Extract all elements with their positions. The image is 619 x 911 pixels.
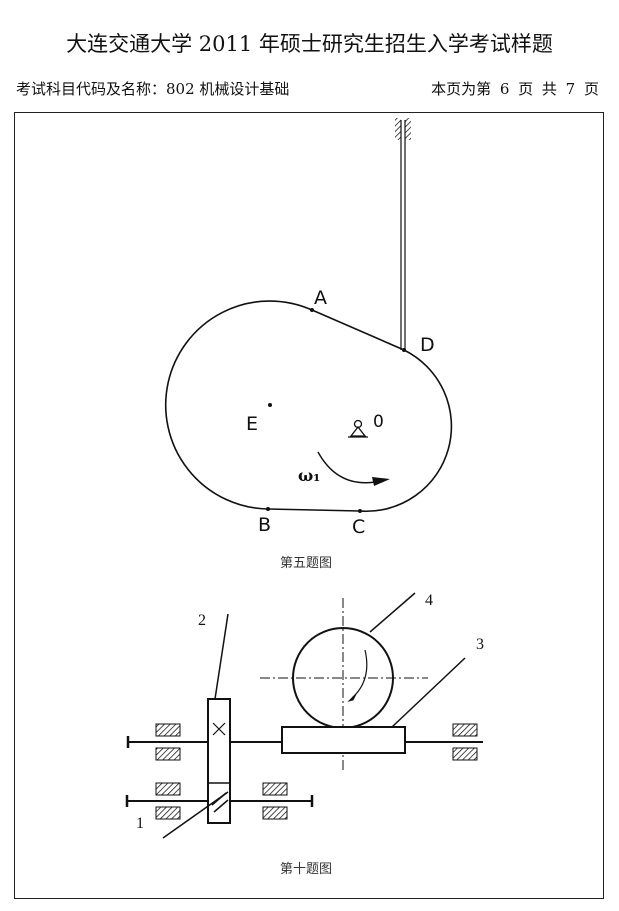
- follower-rod: [395, 118, 411, 350]
- leader-1: [162, 791, 229, 839]
- point-label-a: A: [314, 287, 327, 309]
- rack-3: [281, 726, 406, 754]
- cam-profile: [164, 300, 453, 513]
- pivot-support-icon: [348, 419, 368, 438]
- part-label-2: 2: [198, 612, 206, 629]
- figure-10-gear-diagram: [125, 592, 483, 839]
- content-frame: [14, 112, 604, 899]
- figure-10-caption: 第十题图: [280, 862, 333, 877]
- point-label-b: B: [258, 514, 272, 536]
- page-number: 本页为第 6 页 共 7 页: [431, 80, 599, 98]
- point-label-o: 0: [373, 412, 384, 432]
- cam-points: [266, 308, 406, 513]
- part-label-1: 1: [136, 815, 144, 832]
- subject-code: 考试科目代码及名称：802 机械设计基础: [16, 80, 290, 98]
- page-title: 大连交通大学 2011 年硕士研究生招生入学考试样题: [66, 32, 553, 56]
- point-label-d: D: [420, 334, 435, 356]
- point-label-e: E: [246, 413, 259, 435]
- leader-2: [214, 613, 229, 700]
- arrow-head-icon: [372, 477, 390, 486]
- omega-label: ω₁: [298, 466, 321, 485]
- leader-3: [391, 657, 466, 728]
- bearings: [155, 723, 478, 820]
- cross-mark-icon: [212, 722, 226, 736]
- part-label-3: 3: [476, 636, 484, 653]
- leader-4: [369, 592, 416, 633]
- part-label-4: 4: [425, 592, 433, 609]
- wheel-rotation-arrow: [351, 649, 368, 699]
- gear-2: [207, 698, 231, 824]
- point-label-c: C: [352, 516, 366, 538]
- figure-5-caption: 第五题图: [280, 556, 333, 571]
- guide-hatch-left: [395, 118, 401, 140]
- guide-hatch-right: [405, 118, 411, 140]
